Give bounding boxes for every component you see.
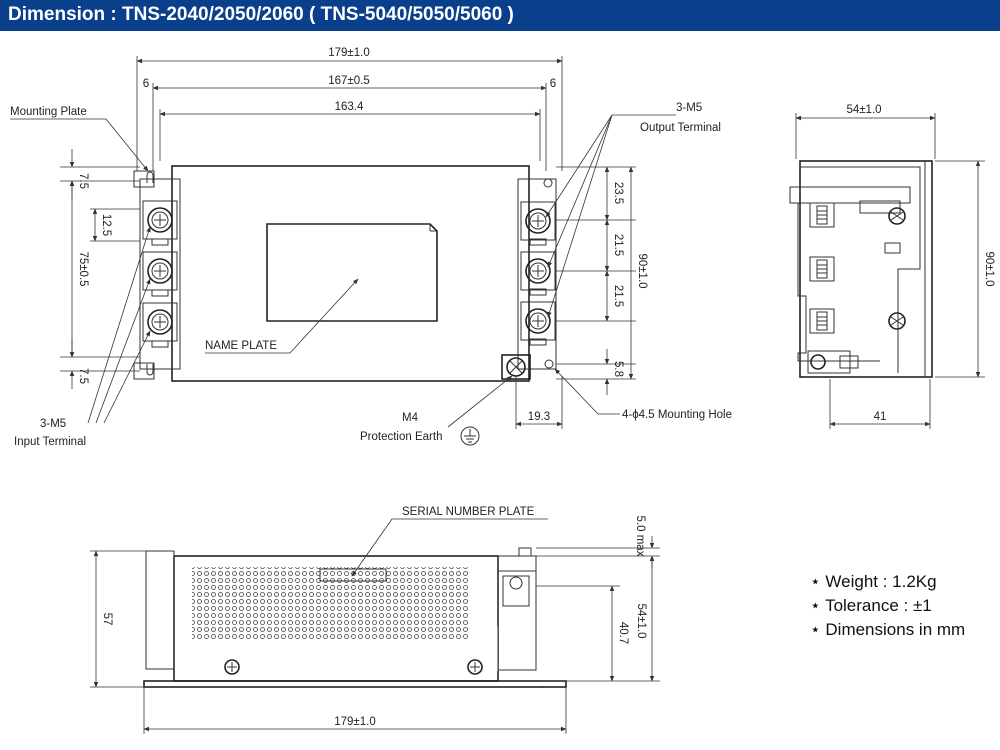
side-screw-bottom [888,312,906,330]
label-mounting-plate: Mounting Plate [10,106,87,118]
mounting-hole-top-right [543,178,553,188]
dim-overall-height: 90±1.0 [636,253,648,288]
dim-terminal-gap: 12.5 [100,214,112,236]
side-view: 54±1.0 90±1.0 41 [789,104,995,429]
page-title: Dimension : TNS-2040/2050/2060 ( TNS-504… [8,4,514,25]
output-terminal-1 [520,201,556,241]
dim-right-pitch-2: 21.5 [612,234,624,256]
serial-number-plate [319,568,387,582]
note-units: ⋆ Dimensions in mm [810,620,966,639]
label-protection-earth: Protection Earth [360,431,442,443]
side-terminal-1 [809,202,835,228]
dim-side-height: 90±1.0 [983,251,995,286]
dim-left-top-margin: 7.5 [77,173,89,189]
left-mounting-plate [139,178,181,370]
star-icon: ⋆ [810,596,821,615]
note-weight: ⋆ Weight : 1.2Kg [810,572,937,591]
label-output-terminal-count: 3-M5 [676,102,702,114]
side-terminal-2 [809,256,835,282]
label-output-terminal: Output Terminal [640,122,721,134]
star-icon: ⋆ [810,572,821,591]
front-screw-left [224,659,240,675]
side-earth-screw [810,354,826,370]
front-screw-right [467,659,483,675]
name-plate [266,223,438,322]
dim-hole-pitch: 167±0.5 [328,75,370,87]
dim-hole-span: 75±0.5 [77,251,89,286]
note-tolerance: ⋆ Tolerance : ±1 [810,596,932,615]
dim-front-inner-height: 40.7 [617,622,629,644]
top-view: 179±1.0 167±0.5 6 6 163.4 [10,47,732,448]
label-input-terminal: Input Terminal [14,436,86,448]
dim-body-width: 163.4 [335,101,364,113]
front-view: SERIAL NUMBER PLATE 57 5.0 max 54±1.0 40… [90,506,660,734]
earth-symbol-icon [460,426,480,446]
label-name-plate: NAME PLATE [205,340,277,352]
dim-overall-width: 179±1.0 [328,47,370,59]
star-icon: ⋆ [810,620,821,639]
dim-bottom-margin: 5.8 [612,361,624,377]
dim-left-offset: 6 [143,78,149,90]
spec-notes: ⋆ Weight : 1.2Kg ⋆ Tolerance : ±1 ⋆ Dime… [810,570,965,642]
label-earth-screw: M4 [402,412,419,424]
side-terminal-3 [809,308,835,334]
dim-left-bottom-margin: 7.5 [77,368,89,384]
dim-right-offset: 6 [550,78,556,90]
dim-side-depth: 54±1.0 [846,104,881,116]
dim-right-pitch-1: 23.5 [612,182,624,204]
dim-screw-max: 5.0 max [634,516,646,557]
right-mounting-plate [517,178,557,370]
mounting-hole-bottom-right [544,359,554,369]
dim-front-height: 54±1.0 [635,603,647,638]
vent-holes [192,567,468,639]
front-base-plate [143,680,567,688]
dim-earth-offset: 19.3 [528,411,550,423]
label-mounting-hole: 4-ϕ4.5 Mounting Hole [622,409,732,421]
side-body [799,160,933,378]
label-serial-number-plate: SERIAL NUMBER PLATE [402,506,535,518]
dim-side-base-depth: 41 [874,411,887,423]
output-terminal-3 [520,301,556,341]
dim-right-pitch-3: 21.5 [612,285,624,307]
header-bar: Dimension : TNS-2040/2050/2060 ( TNS-504… [0,0,1000,31]
dimension-drawing: 179±1.0 167±0.5 6 6 163.4 [10,47,995,734]
dim-front-width: 179±1.0 [334,716,376,728]
output-terminal-2 [520,251,556,291]
side-screw-top [888,207,906,225]
dim-front-height-left: 57 [101,613,113,626]
label-input-terminal-count: 3-M5 [40,418,66,430]
